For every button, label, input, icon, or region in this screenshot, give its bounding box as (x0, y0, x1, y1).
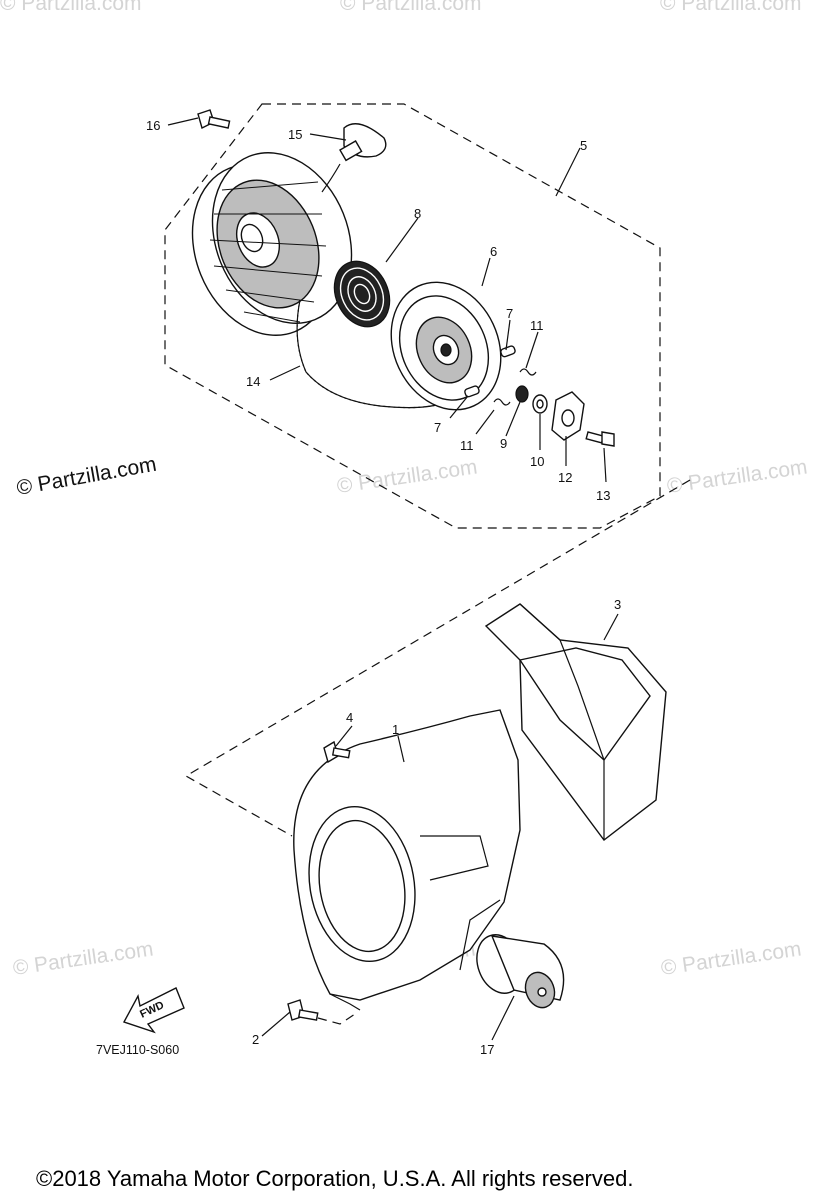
starter-assembly-boundary (164, 103, 661, 529)
callout-16: 16 (146, 118, 160, 133)
air-shroud-3 (484, 603, 667, 841)
callout-3: 3 (614, 597, 621, 612)
fan-housing-1 (293, 709, 521, 1011)
watermark-low-left: © Partzilla.com (11, 937, 154, 979)
callout-14: 14 (246, 374, 260, 389)
bolt-16 (197, 109, 231, 130)
watermark-low-right: © Partzilla.com (659, 937, 802, 979)
starter-motor-17 (476, 934, 565, 1009)
callout-11-upper: 11 (530, 318, 544, 333)
spring-11-lower (493, 398, 511, 406)
callout-12: 12 (558, 470, 572, 485)
callout-7-upper: 7 (506, 306, 513, 321)
watermark-mid-center: © Partzilla.com (335, 455, 478, 497)
pulley-6 (390, 281, 502, 411)
callout-8: 8 (414, 206, 421, 221)
fwd-arrow-icon: FWD (122, 987, 185, 1034)
callout-2: 2 (252, 1032, 259, 1047)
callout-10: 10 (530, 454, 544, 469)
callout-9: 9 (500, 436, 507, 451)
callout-7-lower: 7 (434, 420, 441, 435)
bolt-2 (287, 999, 359, 1025)
starter-housing (191, 152, 353, 336)
callout-15: 15 (288, 127, 302, 142)
watermark-main: © Partzilla.com (15, 453, 158, 500)
spring-11-upper (519, 368, 537, 376)
bolt-13 (585, 431, 615, 447)
callout-4: 4 (346, 710, 353, 725)
recoil-spring-8 (333, 260, 391, 328)
watermark-top-left: © Partzilla.com (0, 0, 142, 15)
copyright: ©2018 Yamaha Motor Corporation, U.S.A. A… (36, 1166, 633, 1191)
leader-lines (167, 117, 619, 1041)
ratchet-12 (551, 391, 585, 441)
part-code: 7VEJ110-S060 (96, 1043, 179, 1057)
starter-rope-14 (296, 299, 441, 409)
pawl-7-lower (464, 385, 480, 398)
spring-9 (515, 385, 529, 403)
watermark-mid-right: © Partzilla.com (665, 455, 808, 497)
watermark-top-right: © Partzilla.com (660, 0, 802, 15)
callout-5: 5 (580, 138, 587, 153)
pawl-7-upper (500, 345, 516, 358)
callout-1: 1 (392, 722, 399, 737)
callout-13: 13 (596, 488, 610, 503)
watermark-top-center: © Partzilla.com (340, 0, 482, 15)
callout-6: 6 (490, 244, 497, 259)
alignment-line (184, 479, 691, 837)
starter-handle-15 (321, 123, 387, 193)
callout-17: 17 (480, 1042, 494, 1057)
callout-11-lower: 11 (460, 438, 474, 453)
bolt-4 (323, 740, 351, 764)
